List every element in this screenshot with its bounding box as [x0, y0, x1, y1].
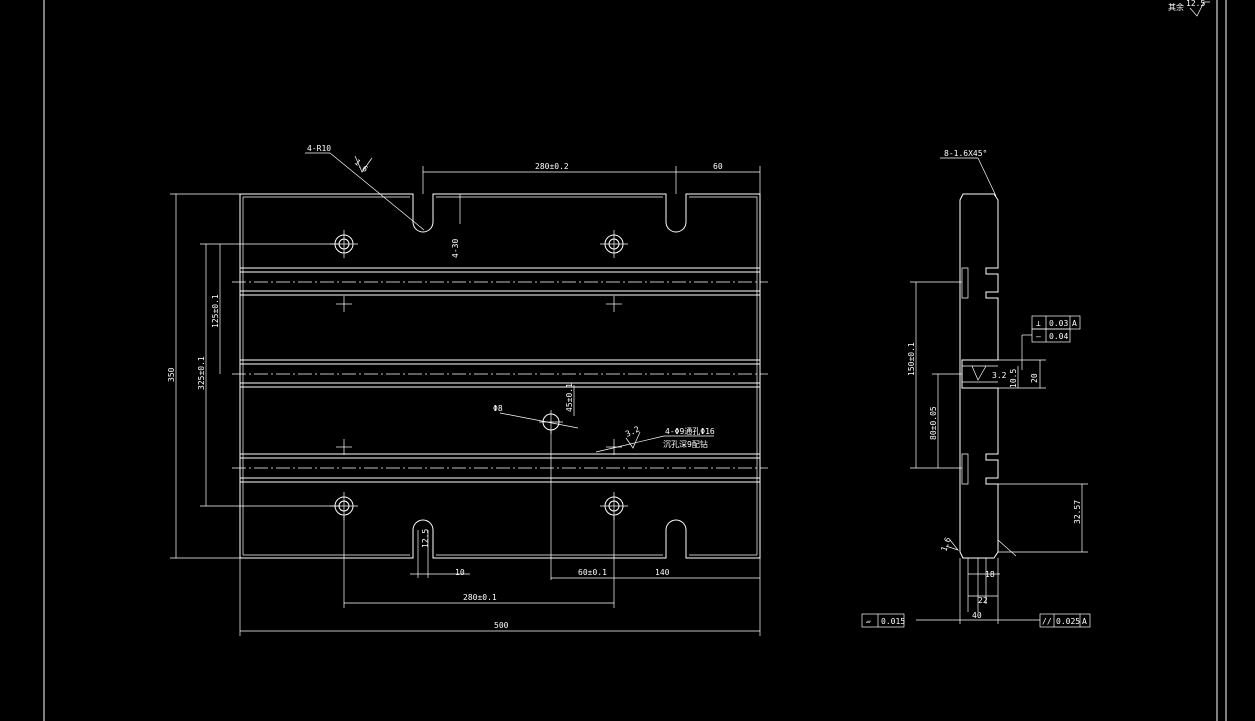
flatness-value: 0.015 — [881, 617, 905, 626]
dim-groove-width: 10.5 — [1009, 369, 1018, 388]
roughness-holes: 3.2 — [624, 424, 641, 438]
dim-right-margin: 140 — [655, 568, 670, 577]
dim-bottom: 32.57 — [1073, 500, 1082, 524]
dim-slot-radius: 4-R10 — [307, 144, 331, 153]
roughness-symbol-icon — [945, 539, 960, 551]
dim-pitch-inner: 125±0.1 — [211, 294, 220, 328]
hole-center-mark — [336, 296, 622, 455]
tolerance-frame-2: — 0.04 — [1031, 328, 1071, 343]
tolerance-frame-1: ⊥ 0.03 A — [1031, 315, 1081, 330]
roughness-symbol-icon — [625, 431, 641, 449]
tolerance-symbol: — — [1036, 332, 1041, 341]
groove-roughness: 3.2 — [992, 371, 1007, 380]
dim-foot-2: 22 — [978, 596, 988, 605]
dim-thickness: 40 — [972, 611, 982, 620]
tolerance-datum: A — [1072, 319, 1077, 328]
roughness-symbol-icon — [1189, 1, 1210, 17]
dim-groove-center: 80±0.05 — [929, 406, 938, 440]
dim-overall-width: 500 — [494, 621, 509, 630]
drawing-frame — [43, 0, 1227, 721]
tolerance-value: 0.04 — [1049, 332, 1068, 341]
parallel-frame: // 0.025 A — [1039, 613, 1091, 628]
front-outline — [239, 193, 761, 559]
front-view: 4-R10 1.6 280±0.2 60 4-30 350 325±0.1 12… — [167, 144, 768, 636]
roughness-symbol-icon — [971, 365, 987, 381]
dim-overall-height: 350 — [167, 367, 176, 382]
dim-chamfer: 8-1.6X45° — [944, 149, 987, 158]
side-outline — [959, 193, 999, 559]
parallel-symbol: // — [1042, 617, 1052, 626]
counterbore-hole — [600, 230, 628, 258]
flatness-frame: ▱ 0.015 — [861, 613, 905, 628]
dim-slot-offset: 60 — [713, 162, 723, 171]
dim-slot-pitch: 280±0.2 — [535, 162, 569, 171]
dim-groove-height: 20 — [1030, 373, 1039, 383]
label-slot-width: 12.5 — [421, 529, 430, 548]
surface-finish-rest-label: 其余 — [1168, 2, 1184, 12]
dim-pitch-outer: 325±0.1 — [197, 356, 206, 390]
dim-foot-1: 18 — [985, 570, 995, 579]
side-view: 8-1.6X45° ⊥ 0.03 A — 0.04 3.2 20 10.5 — [861, 149, 1091, 628]
dim-center-hole-offset: 45±0.1 — [565, 383, 574, 412]
parallel-datum: A — [1082, 617, 1087, 626]
dim-slot-width: 10 — [455, 568, 465, 577]
dim-slot-depth: 4-30 — [451, 239, 460, 258]
dim-center-hole: Φ8 — [493, 404, 503, 413]
dim-groove-pitch: 150±0.1 — [907, 342, 916, 376]
counterbore-hole — [600, 492, 628, 520]
roughness-left: 1.6 — [939, 536, 952, 553]
dim-hole-pitch: 280±0.1 — [463, 593, 497, 602]
roughness-symbol-icon — [354, 155, 373, 173]
tolerance-value: 0.03 — [1049, 319, 1068, 328]
dim-hole-offset-x: 60±0.1 — [578, 568, 607, 577]
surface-finish-rest-value: 12.5 — [1186, 0, 1205, 8]
holes-note-line2: 沉孔深9配钻 — [663, 439, 708, 449]
tolerance-symbol: ⊥ — [1036, 319, 1041, 328]
roughness-top: 1.6 — [353, 158, 370, 174]
parallel-value: 0.025 — [1056, 617, 1080, 626]
surface-finish-rest: 其余 12.5 — [1168, 0, 1210, 17]
holes-note-line1: 4-Φ9通孔Φ16 — [665, 426, 715, 436]
flatness-symbol: ▱ — [866, 617, 871, 626]
